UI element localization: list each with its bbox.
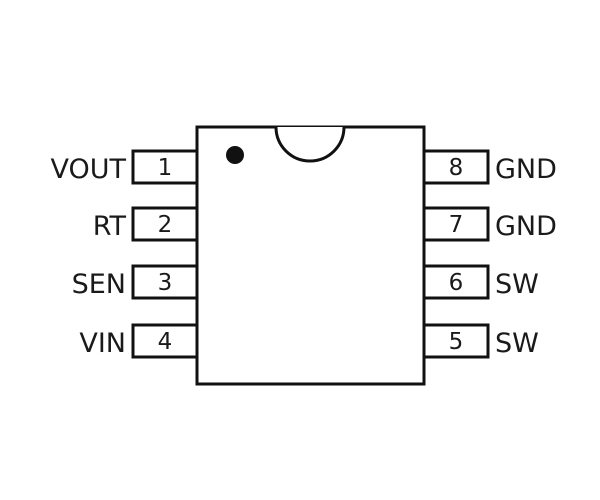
pin-label: RT <box>93 211 127 242</box>
left-pin-3: 3 SEN <box>72 264 199 300</box>
pin-lead <box>131 323 199 359</box>
pin-lead <box>131 206 199 242</box>
pin-lead <box>422 149 490 185</box>
right-pin-5: 5 SW <box>422 323 539 359</box>
right-pin-8: 8 GND <box>422 149 557 185</box>
pin-number: 7 <box>449 212 464 238</box>
pin-label: SW <box>495 269 539 300</box>
pin-label: VOUT <box>50 154 126 185</box>
pin-label: SW <box>495 328 539 359</box>
pin-label: SEN <box>72 269 126 300</box>
pin-lead <box>131 264 199 300</box>
pin-number: 5 <box>449 329 464 355</box>
pin1-indicator-dot <box>226 146 244 164</box>
pin-number: 4 <box>158 329 173 355</box>
pin-number: 8 <box>449 155 464 181</box>
pin-number: 1 <box>158 155 173 181</box>
pin-lead <box>422 206 490 242</box>
ic-body <box>195 125 426 386</box>
left-pin-2: 2 RT <box>93 206 199 242</box>
orientation-notch <box>274 126 346 163</box>
pin-label: GND <box>495 154 557 185</box>
pin-label: GND <box>495 211 557 242</box>
pin-number: 3 <box>158 270 173 296</box>
left-pin-4: 4 VIN <box>79 323 199 359</box>
pin-lead <box>422 323 490 359</box>
pin-number: 2 <box>158 212 173 238</box>
right-pin-7: 7 GND <box>422 206 557 242</box>
pin-lead <box>422 264 490 300</box>
pin-number: 6 <box>449 270 464 296</box>
pin-label: VIN <box>79 328 126 359</box>
left-pin-1: 1 VOUT <box>50 149 199 185</box>
pin-lead <box>131 149 199 185</box>
right-pin-6: 6 SW <box>422 264 539 300</box>
